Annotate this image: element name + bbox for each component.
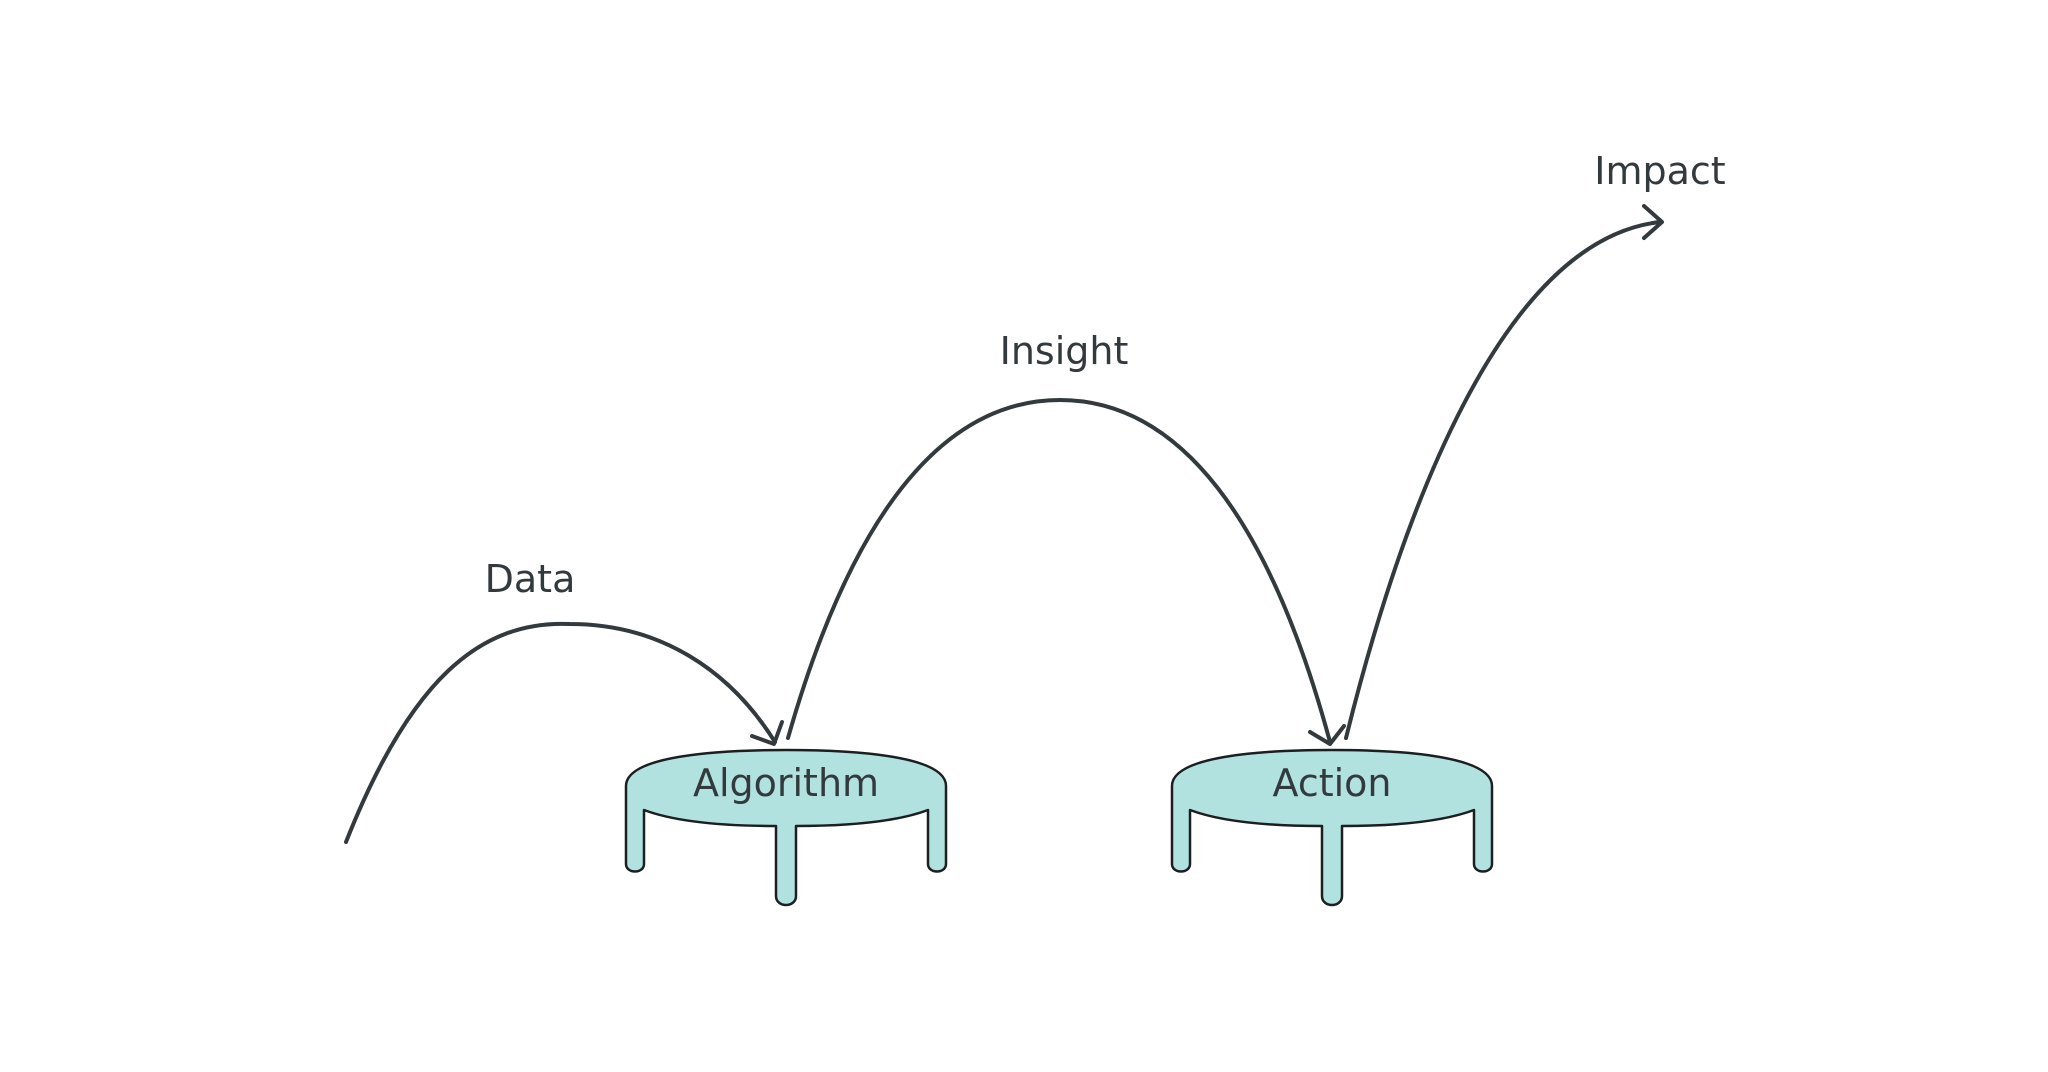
- data-arrowhead-icon: [750, 720, 784, 746]
- insight-arc: [786, 398, 1346, 746]
- insight-arrowhead-icon: [1308, 724, 1346, 746]
- data-label: Data: [485, 557, 576, 601]
- impact-arrowhead-icon: [1642, 204, 1664, 240]
- algorithm-label: Algorithm: [693, 761, 879, 805]
- impact-label: Impact: [1594, 149, 1725, 193]
- action-trampoline: Action: [1170, 748, 1494, 907]
- impact-arc: [1344, 204, 1664, 740]
- algorithm-trampoline: Algorithm: [624, 748, 948, 907]
- data-arc: [344, 621, 784, 844]
- algorithm-trampoline-icon: [624, 748, 948, 907]
- action-trampoline-icon: [1170, 748, 1494, 907]
- action-label: Action: [1272, 761, 1391, 805]
- insight-label: Insight: [1000, 329, 1129, 373]
